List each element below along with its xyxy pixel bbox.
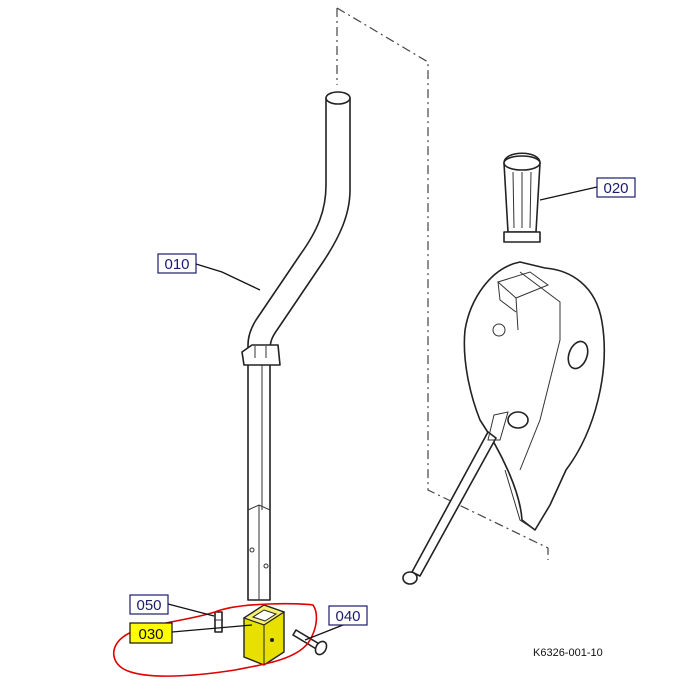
leader-020 xyxy=(539,186,598,201)
svg-text:010: 010 xyxy=(164,256,189,273)
bolt xyxy=(292,629,328,656)
leader-050 xyxy=(167,603,215,617)
callout-030[interactable]: 030 xyxy=(129,622,173,644)
document-code: K6326-001-10 xyxy=(533,647,603,659)
svg-text:050: 050 xyxy=(136,597,161,614)
callout-020[interactable]: 020 xyxy=(596,177,636,198)
socket-highlighted xyxy=(242,604,286,666)
callout-010[interactable]: 010 xyxy=(157,253,197,274)
pin xyxy=(214,611,223,633)
assembly-dashed-line xyxy=(336,7,549,560)
lever-tube xyxy=(241,91,351,601)
lever-bracket-housing xyxy=(463,261,605,531)
grip xyxy=(503,152,541,243)
leader-030 xyxy=(171,624,253,633)
markup-circle xyxy=(112,602,318,677)
callout-050[interactable]: 050 xyxy=(129,594,169,615)
leader-010 xyxy=(195,263,261,291)
svg-text:030: 030 xyxy=(138,626,163,643)
leader-040 xyxy=(304,622,349,641)
callout-040[interactable]: 040 xyxy=(328,605,368,626)
linkage-rod xyxy=(402,411,529,585)
svg-text:040: 040 xyxy=(335,608,360,625)
svg-text:020: 020 xyxy=(603,180,628,197)
